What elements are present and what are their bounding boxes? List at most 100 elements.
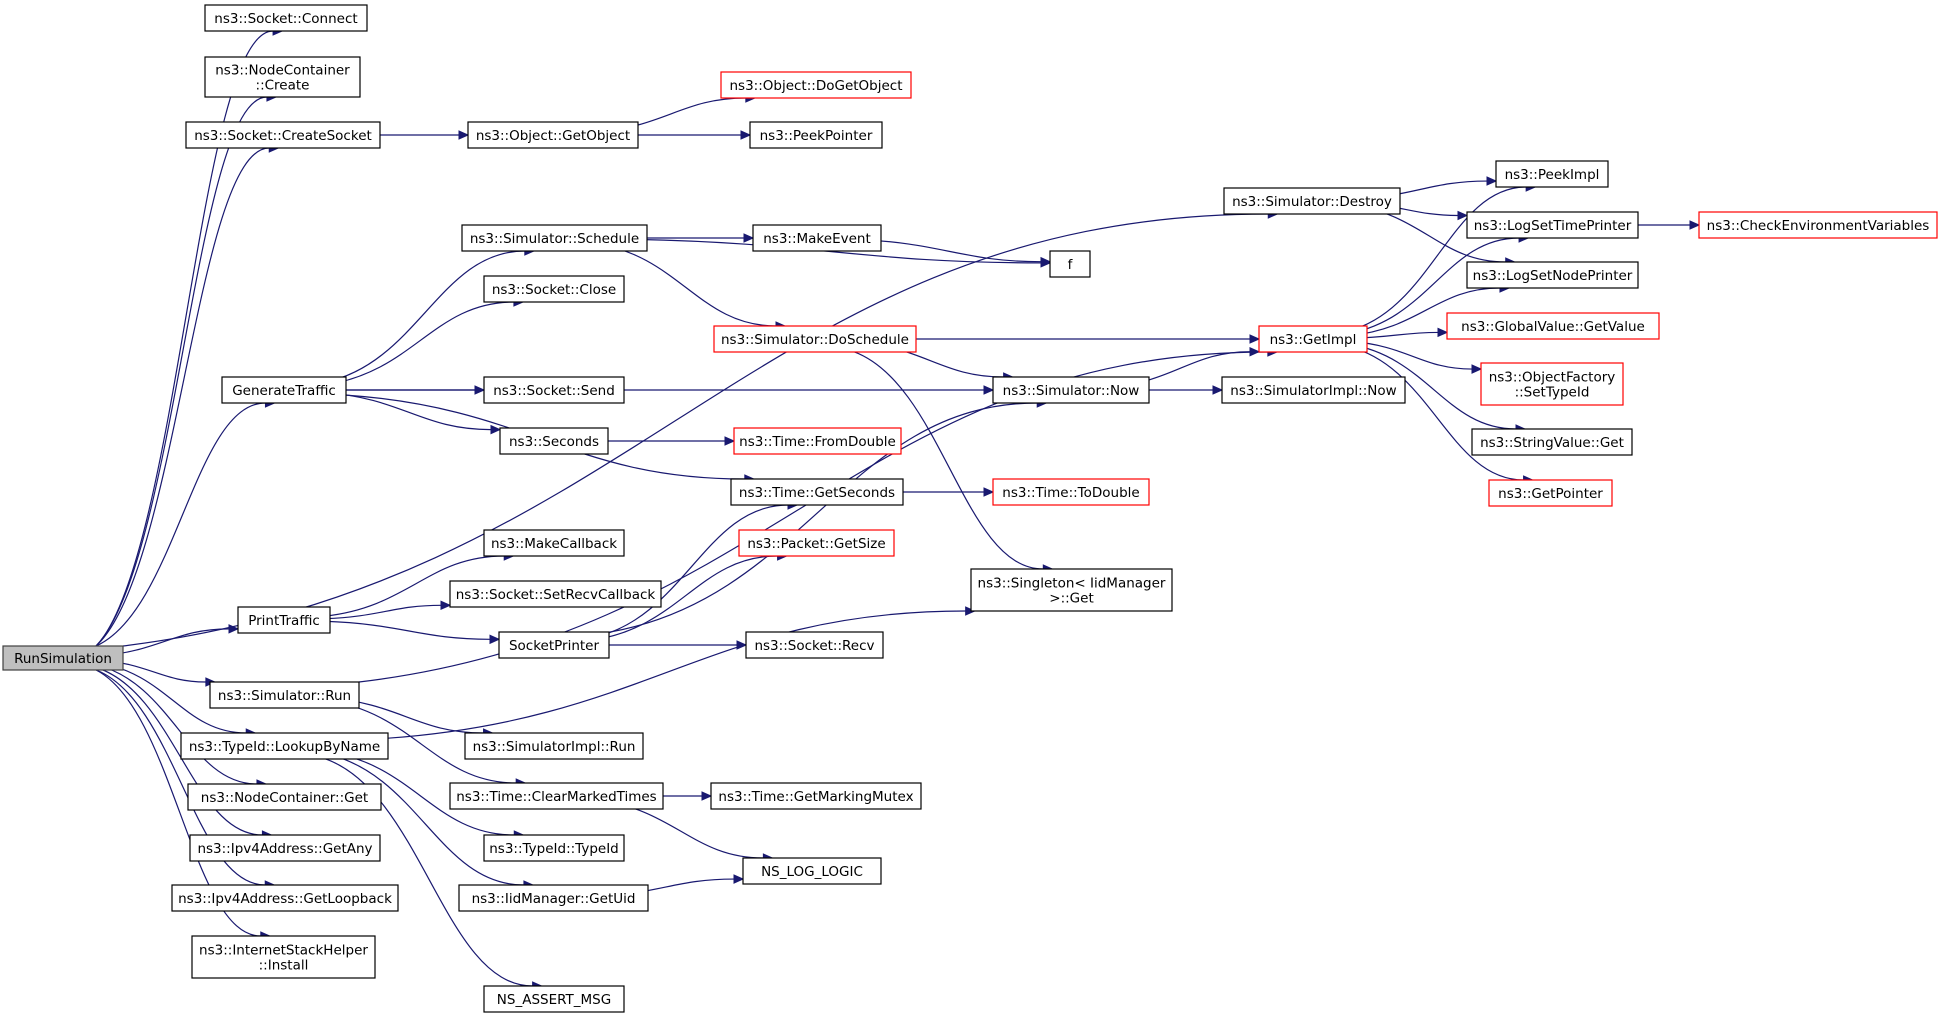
node-socket_connect[interactable]: ns3::Socket::Connect <box>204 4 368 32</box>
node-getimpl[interactable]: ns3::GetImpl <box>1258 325 1368 353</box>
node-internetstackhelper_install[interactable]: ns3::InternetStackHelper::Install <box>191 935 376 979</box>
edge-run_simulation-to-generatetraffic <box>95 402 266 647</box>
edge-generatetraffic-to-simulator_schedule <box>324 250 525 383</box>
node-packet_getsize[interactable]: ns3::Packet::GetSize <box>738 529 895 557</box>
node-iidmanager_getuid[interactable]: ns3::IidManager::GetUid <box>458 884 649 912</box>
node-getpointer[interactable]: ns3::GetPointer <box>1488 479 1613 507</box>
node-label: ns3::Simulator::Schedule <box>470 231 639 247</box>
node-label: ns3::NodeContainer::Get <box>201 790 368 806</box>
node-box <box>458 884 649 912</box>
node-simulator_run[interactable]: ns3::Simulator::Run <box>209 681 360 709</box>
edge-socketprinter-to-time_getseconds <box>593 504 789 638</box>
node-box <box>483 529 625 557</box>
node-box <box>483 376 625 404</box>
node-ns_assert_msg[interactable]: NS_ASSERT_MSG <box>483 985 625 1013</box>
node-box <box>449 580 662 608</box>
node-time_clearmarkedtimes[interactable]: ns3::Time::ClearMarkedTimes <box>449 782 664 810</box>
node-label: ns3::Simulator::Run <box>218 688 351 704</box>
edge-getimpl-to-logsetnodeprinter <box>1348 287 1500 337</box>
node-socketprinter[interactable]: SocketPrinter <box>498 631 610 659</box>
node-simulatorimpl_now[interactable]: ns3::SimulatorImpl::Now <box>1221 376 1406 404</box>
edge-run_simulation-to-ipv4address_getany <box>96 666 263 836</box>
node-object_getobject[interactable]: ns3::Object::GetObject <box>467 121 639 149</box>
node-simulatorimpl_run[interactable]: ns3::SimulatorImpl::Run <box>464 732 644 760</box>
node-box <box>992 478 1150 506</box>
node-socket_close[interactable]: ns3::Socket::Close <box>483 275 625 303</box>
arrowhead-icon <box>489 634 501 645</box>
node-label: f <box>1068 257 1074 273</box>
node-box <box>1495 160 1609 188</box>
node-ipv4address_getany[interactable]: ns3::Ipv4Address::GetAny <box>189 834 381 862</box>
node-simulator_destroy[interactable]: ns3::Simulator::Destroy <box>1223 187 1401 215</box>
node-checkenvironmentvariables[interactable]: ns3::CheckEnvironmentVariables <box>1698 211 1938 239</box>
node-seconds[interactable]: ns3::Seconds <box>499 427 609 455</box>
node-peekimpl[interactable]: ns3::PeekImpl <box>1495 160 1609 188</box>
node-label: ::Install <box>259 958 309 974</box>
node-label: ns3::Seconds <box>509 434 599 450</box>
node-time_fromdouble[interactable]: ns3::Time::FromDouble <box>733 427 902 455</box>
node-label: ns3::TypeId::TypeId <box>489 841 619 857</box>
node-box <box>1223 187 1401 215</box>
edge-typeid_lookupbyname-to-iidmanager_getuid <box>324 753 524 886</box>
node-label: ns3::ObjectFactory <box>1489 370 1616 386</box>
arrowhead-icon <box>1471 364 1483 374</box>
node-simulator_doschedule[interactable]: ns3::Simulator::DoSchedule <box>713 325 917 353</box>
node-box <box>992 376 1150 404</box>
node-simulator_now[interactable]: ns3::Simulator::Now <box>992 376 1150 404</box>
node-globalvalue_getvalue[interactable]: ns3::GlobalValue::GetValue <box>1446 312 1660 340</box>
node-socket_send[interactable]: ns3::Socket::Send <box>483 376 625 404</box>
node-box <box>738 529 895 557</box>
edge-run_simulation-to-internetstackhelper_install <box>95 669 261 937</box>
node-logsettimeprinter[interactable]: ns3::LogSetTimePrinter <box>1466 211 1639 239</box>
node-box <box>713 325 917 353</box>
node-box <box>1466 261 1639 289</box>
node-label: ns3::StringValue::Get <box>1480 435 1624 451</box>
node-f[interactable]: f <box>1049 250 1091 278</box>
edge-getimpl-to-getpointer <box>1348 346 1524 481</box>
edge-printtraffic-to-socketprinter <box>324 620 491 640</box>
node-ipv4address_getloopback[interactable]: ns3::Ipv4Address::GetLoopback <box>171 884 399 912</box>
node-time_todouble[interactable]: ns3::Time::ToDouble <box>992 478 1150 506</box>
node-typeid_typeid[interactable]: ns3::TypeId::TypeId <box>483 834 625 862</box>
arrowhead-icon <box>474 385 486 395</box>
node-typeid_lookupbyname[interactable]: ns3::TypeId::LookupByName <box>180 732 389 760</box>
node-box <box>1258 325 1368 353</box>
node-generatetraffic[interactable]: GenerateTraffic <box>221 376 347 404</box>
node-printtraffic[interactable]: PrintTraffic <box>237 606 331 634</box>
node-time_getseconds[interactable]: ns3::Time::GetSeconds <box>730 478 904 506</box>
node-box <box>191 935 376 979</box>
edge-simulator_doschedule-to-singleton_get <box>853 350 1044 570</box>
node-socket_createsocket[interactable]: ns3::Socket::CreateSocket <box>185 121 381 149</box>
node-label: ns3::CheckEnvironmentVariables <box>1707 218 1930 234</box>
node-label: ns3::SimulatorImpl::Run <box>473 739 636 755</box>
node-logsetnodeprinter[interactable]: ns3::LogSetNodePrinter <box>1466 261 1639 289</box>
node-box <box>1698 211 1938 239</box>
node-simulator_schedule[interactable]: ns3::Simulator::Schedule <box>461 224 648 252</box>
node-singleton_get[interactable]: ns3::Singleton< IidManager>::Get <box>970 568 1173 612</box>
arrowhead-icon <box>740 130 752 140</box>
node-socket_setrecvcallback[interactable]: ns3::Socket::SetRecvCallback <box>449 580 662 608</box>
node-box <box>1049 250 1091 278</box>
node-peekpointer[interactable]: ns3::PeekPointer <box>749 121 883 149</box>
node-label: ns3::MakeEvent <box>763 231 871 247</box>
node-makeevent[interactable]: ns3::MakeEvent <box>752 224 882 252</box>
node-ns_log_logic[interactable]: NS_LOG_LOGIC <box>742 857 882 885</box>
node-objectfactory_settypeid[interactable]: ns3::ObjectFactory::SetTypeId <box>1480 362 1624 406</box>
node-box <box>710 782 922 810</box>
node-label: ns3::Simulator::Now <box>1003 383 1140 399</box>
node-run_simulation[interactable]: RunSimulation <box>2 645 124 671</box>
node-nodecontainer_create[interactable]: ns3::NodeContainer::Create <box>204 56 361 98</box>
node-label: NS_LOG_LOGIC <box>761 864 863 880</box>
arrowhead-icon <box>1457 210 1469 221</box>
node-makecallback[interactable]: ns3::MakeCallback <box>483 529 625 557</box>
node-label: ns3::InternetStackHelper <box>199 943 368 959</box>
node-time_getmarkingmutex[interactable]: ns3::Time::GetMarkingMutex <box>710 782 922 810</box>
node-nodecontainer_get[interactable]: ns3::NodeContainer::Get <box>187 783 382 811</box>
node-box <box>499 427 609 455</box>
node-label: ns3::IidManager::GetUid <box>472 891 636 907</box>
node-socket_recv[interactable]: ns3::Socket::Recv <box>745 631 884 659</box>
node-box <box>461 224 648 252</box>
node-object_dogetobject[interactable]: ns3::Object::DoGetObject <box>720 71 912 99</box>
node-box <box>185 121 381 149</box>
node-stringvalue_get[interactable]: ns3::StringValue::Get <box>1471 428 1633 456</box>
